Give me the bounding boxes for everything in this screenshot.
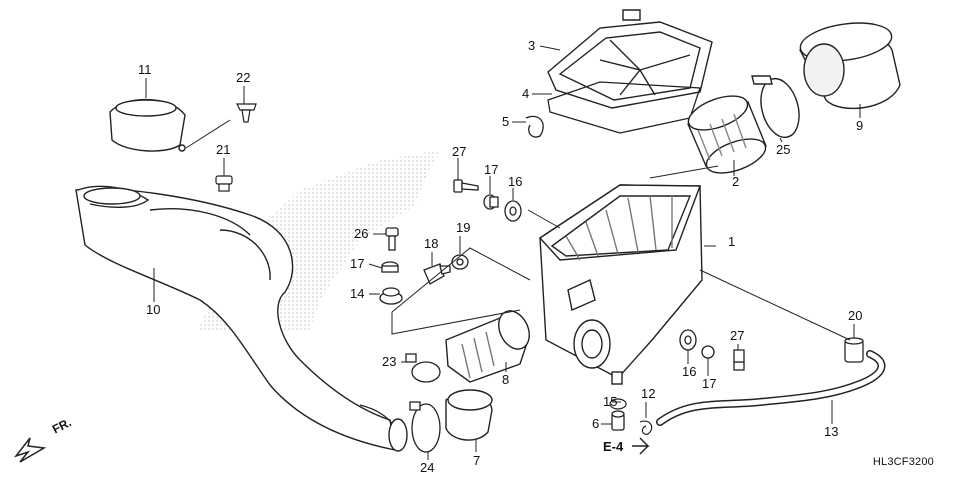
callout-label-p3: 3 — [528, 38, 535, 53]
air-cleaner-case — [538, 184, 703, 385]
callout-label-p2: 2 — [732, 174, 739, 189]
callout-label-p25: 25 — [776, 142, 790, 157]
grommet-16-lower — [679, 329, 697, 351]
drain-cap-20 — [844, 337, 864, 363]
callout-label-p4: 4 — [522, 86, 529, 101]
callout-label-p13: 13 — [824, 424, 838, 439]
callout-label-p16a: 16 — [508, 174, 522, 189]
callout-label-p5: 5 — [502, 114, 509, 129]
collar-17-left — [381, 261, 399, 273]
clip-12 — [639, 420, 653, 435]
assembly-lines — [391, 165, 851, 341]
callout-label-p17a: 17 — [484, 162, 498, 177]
drawing-code: HL3CF3200 — [872, 456, 934, 468]
callout-label-p7: 7 — [473, 453, 480, 468]
callout-label-p23: 23 — [382, 354, 396, 369]
callout-label-p15: 15 — [603, 394, 617, 409]
callout-label-p16b: 16 — [682, 364, 696, 379]
grommet-14 — [379, 287, 403, 305]
callout-label-p22: 22 — [236, 70, 250, 85]
clip-15 — [609, 398, 627, 410]
callout-label-p20: 20 — [848, 308, 862, 323]
bolt-26 — [385, 227, 399, 251]
air-element — [687, 95, 767, 174]
callout-label-p18: 18 — [424, 236, 438, 251]
bolt-27-upper — [453, 179, 479, 193]
callout-leader-p25 — [779, 137, 783, 143]
connecting-tube — [445, 310, 530, 383]
band — [751, 75, 800, 139]
callout-leader-p17b — [368, 263, 383, 269]
callout-label-p11: 11 — [138, 62, 152, 77]
pre-filter — [799, 22, 901, 110]
duct-cover — [109, 98, 186, 152]
callout-label-p9: 9 — [856, 118, 863, 133]
collar-17-lower — [701, 345, 715, 359]
cover-leader — [185, 119, 231, 149]
callout-leader-p3 — [539, 45, 561, 51]
joint — [445, 389, 493, 441]
callout-label-p21: 21 — [216, 142, 230, 157]
callout-label-p12: 12 — [641, 386, 655, 401]
collar-17-upper — [483, 194, 499, 210]
callout-label-p8: 8 — [502, 372, 509, 387]
grommet-19 — [451, 254, 469, 270]
e4-arrow — [632, 437, 650, 455]
callout-label-p17b: 17 — [350, 256, 364, 271]
grommet-16-upper — [504, 200, 522, 222]
drain-tube-inner — [657, 351, 884, 425]
callout-label-p27b: 27 — [730, 328, 744, 343]
callout-label-p26: 26 — [354, 226, 368, 241]
front-arrow — [13, 437, 47, 463]
callout-label-p10: 10 — [146, 302, 160, 317]
bolt-21 — [215, 175, 233, 192]
callout-label-p17c: 17 — [702, 376, 716, 391]
clip — [236, 103, 257, 123]
holder — [525, 115, 544, 138]
band-23 — [405, 353, 441, 383]
callout-label-p14: 14 — [350, 286, 364, 301]
air-cleaner-cover — [547, 9, 713, 109]
callout-label-p19: 19 — [456, 220, 470, 235]
callout-label-p1: 1 — [728, 234, 735, 249]
band-24 — [409, 401, 441, 453]
callout-label-p24: 24 — [420, 460, 434, 475]
bolt-27-lower — [733, 349, 745, 371]
drain-plug-6 — [611, 410, 625, 431]
callout-layer: 1234567891011121314151616171717181920212… — [138, 38, 863, 475]
intake-duct — [75, 185, 408, 452]
callout-label-p6: 6 — [592, 416, 599, 431]
reference-mark: E-4 — [603, 439, 624, 454]
callout-label-p27a: 27 — [452, 144, 466, 159]
